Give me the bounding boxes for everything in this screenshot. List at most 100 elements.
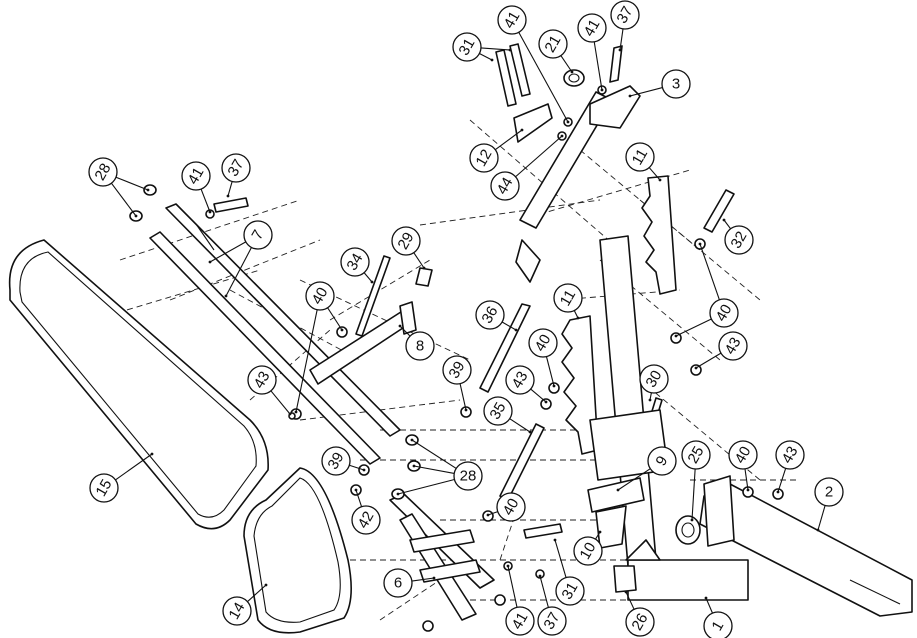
callout-circle	[469, 143, 499, 173]
callout-35: 35	[483, 396, 513, 426]
callout-circle	[88, 157, 118, 187]
leader-line-35	[509, 418, 531, 433]
callout-25: 25	[681, 440, 711, 470]
callout-30: 30	[639, 364, 669, 394]
leader-tip	[698, 242, 702, 246]
callout-circle	[728, 440, 758, 470]
leader-tip	[658, 178, 662, 182]
callout-circle	[321, 446, 351, 476]
leader-line-32	[723, 219, 732, 230]
leader-tip	[520, 128, 524, 132]
leader-tip	[506, 564, 510, 568]
leader-tip	[396, 492, 400, 496]
callout-label: 11	[629, 146, 652, 168]
leader-tip	[560, 134, 564, 138]
leader-tip	[288, 412, 292, 416]
callout-label: 25	[684, 444, 707, 467]
part-6-seat-frame	[389, 493, 495, 621]
callout-label: 29	[394, 230, 417, 253]
leader-line-31	[554, 539, 567, 578]
callout-circle	[538, 29, 568, 59]
leader-tip	[628, 94, 632, 98]
callout-circle	[497, 5, 527, 35]
leader-line-25	[691, 468, 696, 521]
leader-line-9	[617, 468, 651, 491]
part-2-rear-foot	[699, 475, 913, 617]
callout-label: 3	[672, 76, 680, 93]
callout-15: 15	[89, 473, 119, 503]
callout-label: 10	[576, 540, 599, 563]
part-26-end-cap	[613, 565, 637, 593]
leader-line-28	[397, 478, 455, 495]
callout-21: 21	[538, 29, 568, 59]
callout-circle	[475, 300, 505, 330]
callout-2: 2	[814, 477, 844, 507]
callout-label: 41	[580, 17, 603, 40]
callout-circle	[555, 576, 585, 606]
leader-tip	[340, 328, 344, 332]
callout-41: 41	[181, 161, 211, 191]
callout-label: 39	[324, 450, 347, 473]
small-hardware	[129, 85, 784, 632]
callout-label: 37	[613, 4, 636, 27]
leader-tip	[412, 464, 416, 468]
part-12-plate	[513, 103, 553, 143]
callout-circle	[490, 171, 520, 201]
callout-label: 36	[478, 304, 501, 327]
callout-31: 31	[555, 576, 585, 606]
callout-40: 40	[305, 281, 335, 311]
callout-circle	[625, 142, 655, 172]
callout-6: 6	[383, 568, 413, 598]
callout-label: 40	[308, 285, 331, 308]
callout-label: 14	[225, 600, 248, 623]
callout-28: 28	[88, 157, 118, 187]
callout-39: 39	[442, 355, 472, 385]
callout-8: 8	[405, 331, 435, 361]
callout-circle	[661, 69, 691, 99]
callout-label: 12	[472, 147, 495, 170]
callout-circle	[496, 492, 526, 522]
callout-label: 40	[531, 332, 554, 355]
callout-9: 9	[647, 446, 677, 476]
leader-tip	[134, 214, 138, 218]
leader-tip	[226, 194, 230, 198]
callout-circle	[639, 364, 669, 394]
leader-tip	[690, 518, 694, 522]
leader-tip	[616, 488, 620, 492]
leader-line-40	[699, 243, 720, 300]
callout-circle	[453, 461, 483, 491]
leader-tip	[224, 294, 228, 298]
leader-line-37	[227, 181, 233, 197]
leader-line-40	[675, 318, 712, 337]
callout-circle	[724, 225, 754, 255]
callout-43: 43	[505, 365, 535, 395]
callout-label: 35	[486, 400, 509, 423]
leader-line-37	[539, 575, 549, 608]
callout-label: 28	[91, 161, 114, 184]
part-25-knob	[675, 515, 701, 545]
leader-line-1	[705, 597, 713, 614]
callout-43: 43	[718, 331, 748, 361]
leader-tip	[704, 596, 708, 600]
leader-line-28	[411, 439, 457, 469]
leader-tip	[544, 400, 548, 404]
leader-line-39	[459, 383, 467, 411]
leader-line-15	[115, 453, 153, 481]
callout-label: 41	[500, 9, 523, 32]
callout-label: 6	[394, 575, 402, 592]
callout-40: 40	[728, 440, 758, 470]
leader-tip	[486, 513, 490, 517]
leader-tip	[422, 266, 426, 270]
part-8-bracket	[309, 301, 417, 385]
callout-40: 40	[709, 298, 739, 328]
leader-line-28	[110, 182, 137, 217]
leader-tip	[674, 334, 678, 338]
callout-circle	[709, 298, 739, 328]
pins-and-bolts	[213, 43, 735, 539]
callout-7: 7	[243, 220, 273, 250]
callout-44: 44	[490, 171, 520, 201]
callout-label: 37	[540, 610, 563, 633]
callout-circle	[405, 331, 435, 361]
leader-tip	[576, 316, 580, 320]
